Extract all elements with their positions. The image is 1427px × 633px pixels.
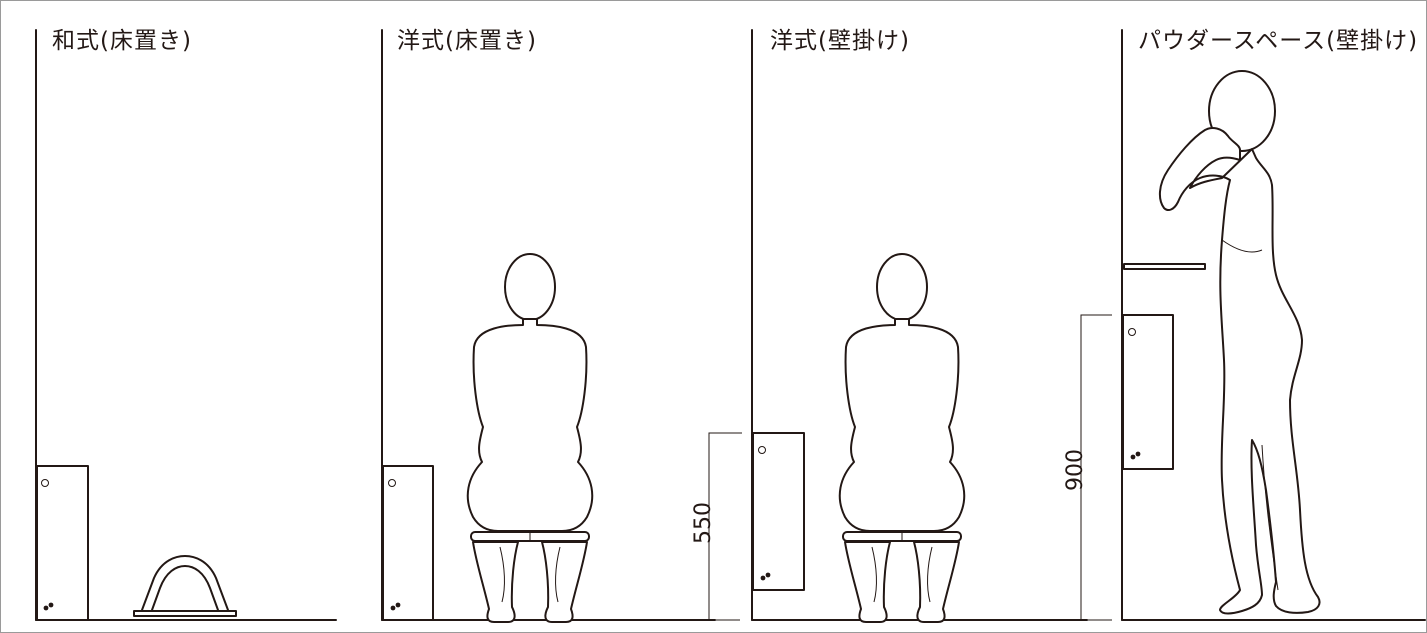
panel-title-powder-space: パウダースペース(壁掛け)	[1138, 28, 1419, 54]
unit-dot-icon	[390, 605, 396, 611]
unit-floor	[36, 465, 89, 621]
squat-toilet	[133, 555, 237, 617]
unit-wall	[752, 432, 805, 591]
panel-western-wall	[708, 29, 1088, 623]
unit-dot-icon	[48, 602, 54, 608]
panel-japanese-floor	[35, 29, 337, 621]
standing-person	[1158, 70, 1321, 615]
unit-sensor-icon	[1128, 328, 1136, 336]
unit-dot-icon	[395, 602, 401, 608]
panel-title-western-floor: 洋式(床置き)	[397, 28, 537, 54]
unit-sensor-icon	[41, 479, 49, 487]
unit-dot-icon	[760, 575, 766, 581]
panel-powder-space	[1080, 29, 1426, 621]
dimension-bracket	[708, 432, 742, 621]
unit-floor	[382, 465, 434, 621]
unit-dot-icon	[43, 605, 49, 611]
panel-title-japanese-floor: 和式(床置き)	[52, 28, 192, 54]
unit-wall	[1122, 314, 1174, 470]
counter-shelf	[1123, 263, 1206, 270]
unit-dot-icon	[1130, 454, 1136, 460]
seated-person	[466, 253, 594, 623]
unit-sensor-icon	[758, 446, 766, 454]
panel-title-western-wall: 洋式(壁掛け)	[770, 28, 910, 54]
panel-western-floor	[381, 29, 716, 623]
unit-dot-icon	[765, 572, 771, 578]
unit-dot-icon	[1135, 451, 1141, 457]
seated-person	[838, 253, 966, 623]
unit-sensor-icon	[388, 479, 396, 487]
dimension-bracket	[1080, 314, 1112, 621]
